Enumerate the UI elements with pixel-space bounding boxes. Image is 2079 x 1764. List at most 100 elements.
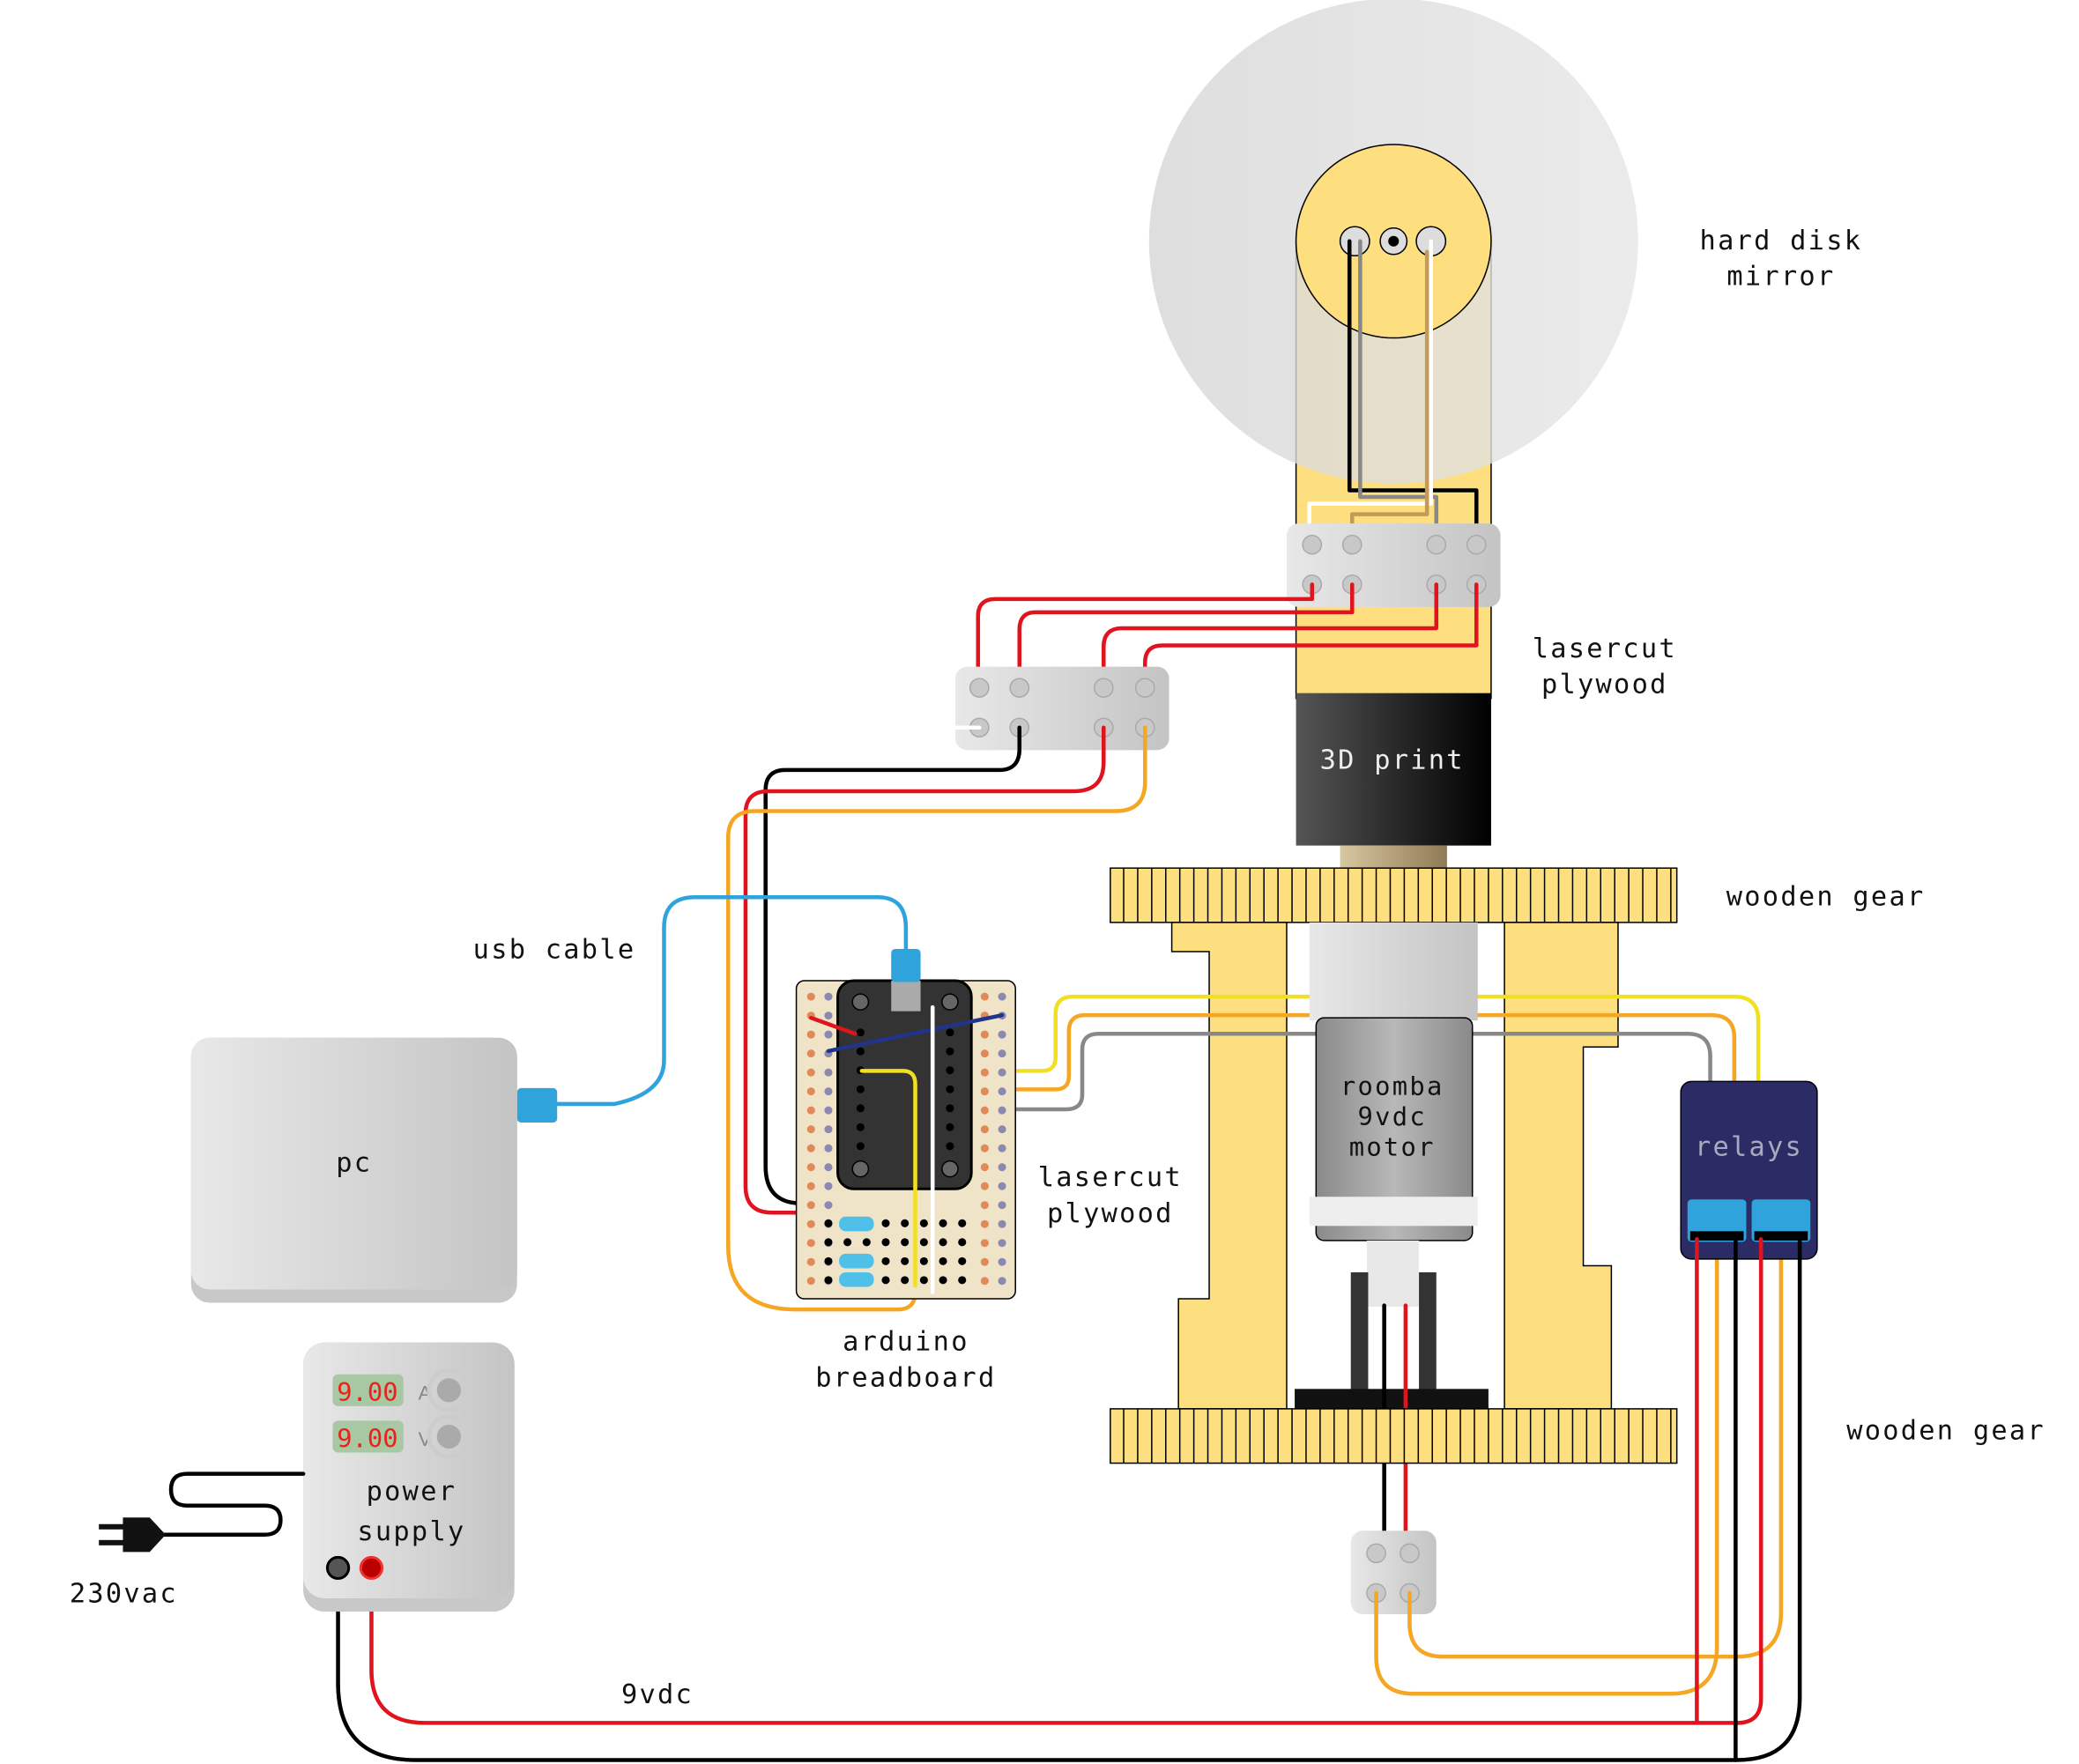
breadboard-hole xyxy=(980,1125,989,1134)
breadboard-hole xyxy=(824,1030,833,1039)
usb-cable xyxy=(552,895,909,1107)
mount-hole xyxy=(941,1160,959,1178)
breadboard-hole xyxy=(881,1238,890,1247)
breadboard-hole xyxy=(824,1125,833,1134)
breadboard-hole xyxy=(939,1276,947,1285)
breadboard-hole xyxy=(919,1238,928,1247)
terminal-negative xyxy=(325,1555,351,1580)
breadboard-hole xyxy=(980,1257,989,1266)
breadboard-hole xyxy=(998,1182,1006,1190)
shaft xyxy=(1340,845,1447,869)
arduino-pin xyxy=(946,1123,954,1131)
breadboard-hole xyxy=(980,1163,989,1172)
breadboard-hole xyxy=(806,1219,815,1228)
label-9vdc: 9vdc xyxy=(621,1679,694,1710)
breadboard-hole xyxy=(980,1030,989,1039)
breadboard-hole xyxy=(901,1219,910,1227)
plywood-frame-left xyxy=(1170,922,1288,1410)
red-wires-connectors xyxy=(976,582,1479,690)
breadboard-hole xyxy=(824,1182,833,1190)
wire-bottom-orange-1 xyxy=(1374,1237,1719,1696)
voltage-knob[interactable] xyxy=(427,1414,471,1459)
mount-hole xyxy=(851,993,870,1011)
mount-hole xyxy=(851,1160,870,1178)
breadboard-hole xyxy=(806,1068,815,1077)
breadboard-hole xyxy=(980,1106,989,1115)
wire-red-jumper xyxy=(808,1015,858,1036)
label-wooden-gear-bottom: wooden gear xyxy=(1846,1416,2046,1447)
arduino-pin xyxy=(946,1028,954,1037)
breadboard-hole xyxy=(843,1238,852,1247)
breadboard-hole xyxy=(998,1125,1006,1134)
usb-plug-pc xyxy=(516,1087,558,1123)
connector-top-pins xyxy=(1302,534,1487,595)
breadboard-hole xyxy=(806,1277,815,1286)
relay-terminals xyxy=(1689,1231,1808,1241)
wire-9vdc-black xyxy=(336,1237,1802,1762)
breadboard-hole xyxy=(980,1068,989,1077)
gear-teeth-bottom xyxy=(1123,1408,1672,1464)
arduino-pin xyxy=(856,1085,865,1093)
arduino-pin xyxy=(856,1123,865,1131)
breadboard-hole xyxy=(806,1049,815,1058)
arduino-pin xyxy=(856,1142,865,1151)
breadboard-hole xyxy=(862,1238,871,1247)
breadboard-hole xyxy=(824,1238,833,1247)
breadboard-hole xyxy=(919,1276,928,1285)
motor-shaft xyxy=(1366,1240,1420,1308)
breadboard-hole xyxy=(980,1049,989,1058)
arduino-pin xyxy=(856,1047,865,1056)
wire-mirror-3 xyxy=(1307,239,1433,545)
breadboard-hole xyxy=(824,1219,833,1227)
breadboard-hole xyxy=(998,1257,1006,1266)
breadboard-hole xyxy=(958,1276,967,1285)
breadboard-hole xyxy=(998,1087,1006,1096)
breadboard-hole xyxy=(806,992,815,1001)
gear-teeth-top xyxy=(1123,868,1672,923)
current-display-value: 9.00 xyxy=(337,1377,397,1407)
breadboard-hole xyxy=(824,1068,833,1077)
current-knob[interactable] xyxy=(427,1368,471,1412)
mains-cable xyxy=(145,1471,306,1538)
breadboard-hole xyxy=(806,1163,815,1172)
breadboard-hole xyxy=(980,1277,989,1286)
breadboard-hole xyxy=(901,1276,910,1285)
stand-leg-left xyxy=(1350,1271,1369,1392)
breadboard-hole xyxy=(980,1144,989,1153)
plug-icon xyxy=(123,1517,166,1553)
stand-base xyxy=(1295,1389,1489,1409)
breadboard-hole xyxy=(998,1144,1006,1153)
arduino-pin xyxy=(946,1066,954,1075)
motor-cap xyxy=(1309,922,1478,1021)
resistors xyxy=(839,1216,874,1287)
wire-gray-relay xyxy=(997,1031,1712,1112)
breadboard-hole xyxy=(806,1257,815,1266)
breadboard-hole xyxy=(980,1087,989,1096)
breadboard-hole xyxy=(939,1256,947,1265)
pc-face xyxy=(190,1037,517,1290)
label-relays: relays xyxy=(1695,1132,1803,1163)
breadboard-hole xyxy=(901,1238,910,1247)
breadboard-hole xyxy=(980,1182,989,1190)
breadboard-hole xyxy=(824,1256,833,1265)
breadboard-hole xyxy=(998,992,1006,1001)
breadboard-hole xyxy=(998,1277,1006,1286)
mount-hole xyxy=(941,993,959,1011)
label-wooden-gear-top: wooden gear xyxy=(1726,881,1926,912)
breadboard-hole xyxy=(998,1049,1006,1058)
wire-yellow-jumper xyxy=(859,1069,917,1288)
breadboard-hole xyxy=(824,992,833,1001)
label-pc: pc xyxy=(336,1148,372,1179)
breadboard-hole xyxy=(806,1030,815,1039)
plug-prong xyxy=(99,1523,126,1530)
breadboard-hole xyxy=(998,1163,1006,1172)
breadboard-hole xyxy=(980,1201,989,1210)
breadboard-hole xyxy=(824,1087,833,1096)
label-3d-print: 3D print xyxy=(1320,745,1465,776)
breadboard-hole xyxy=(980,1239,989,1248)
arduino-pin xyxy=(946,1047,954,1056)
